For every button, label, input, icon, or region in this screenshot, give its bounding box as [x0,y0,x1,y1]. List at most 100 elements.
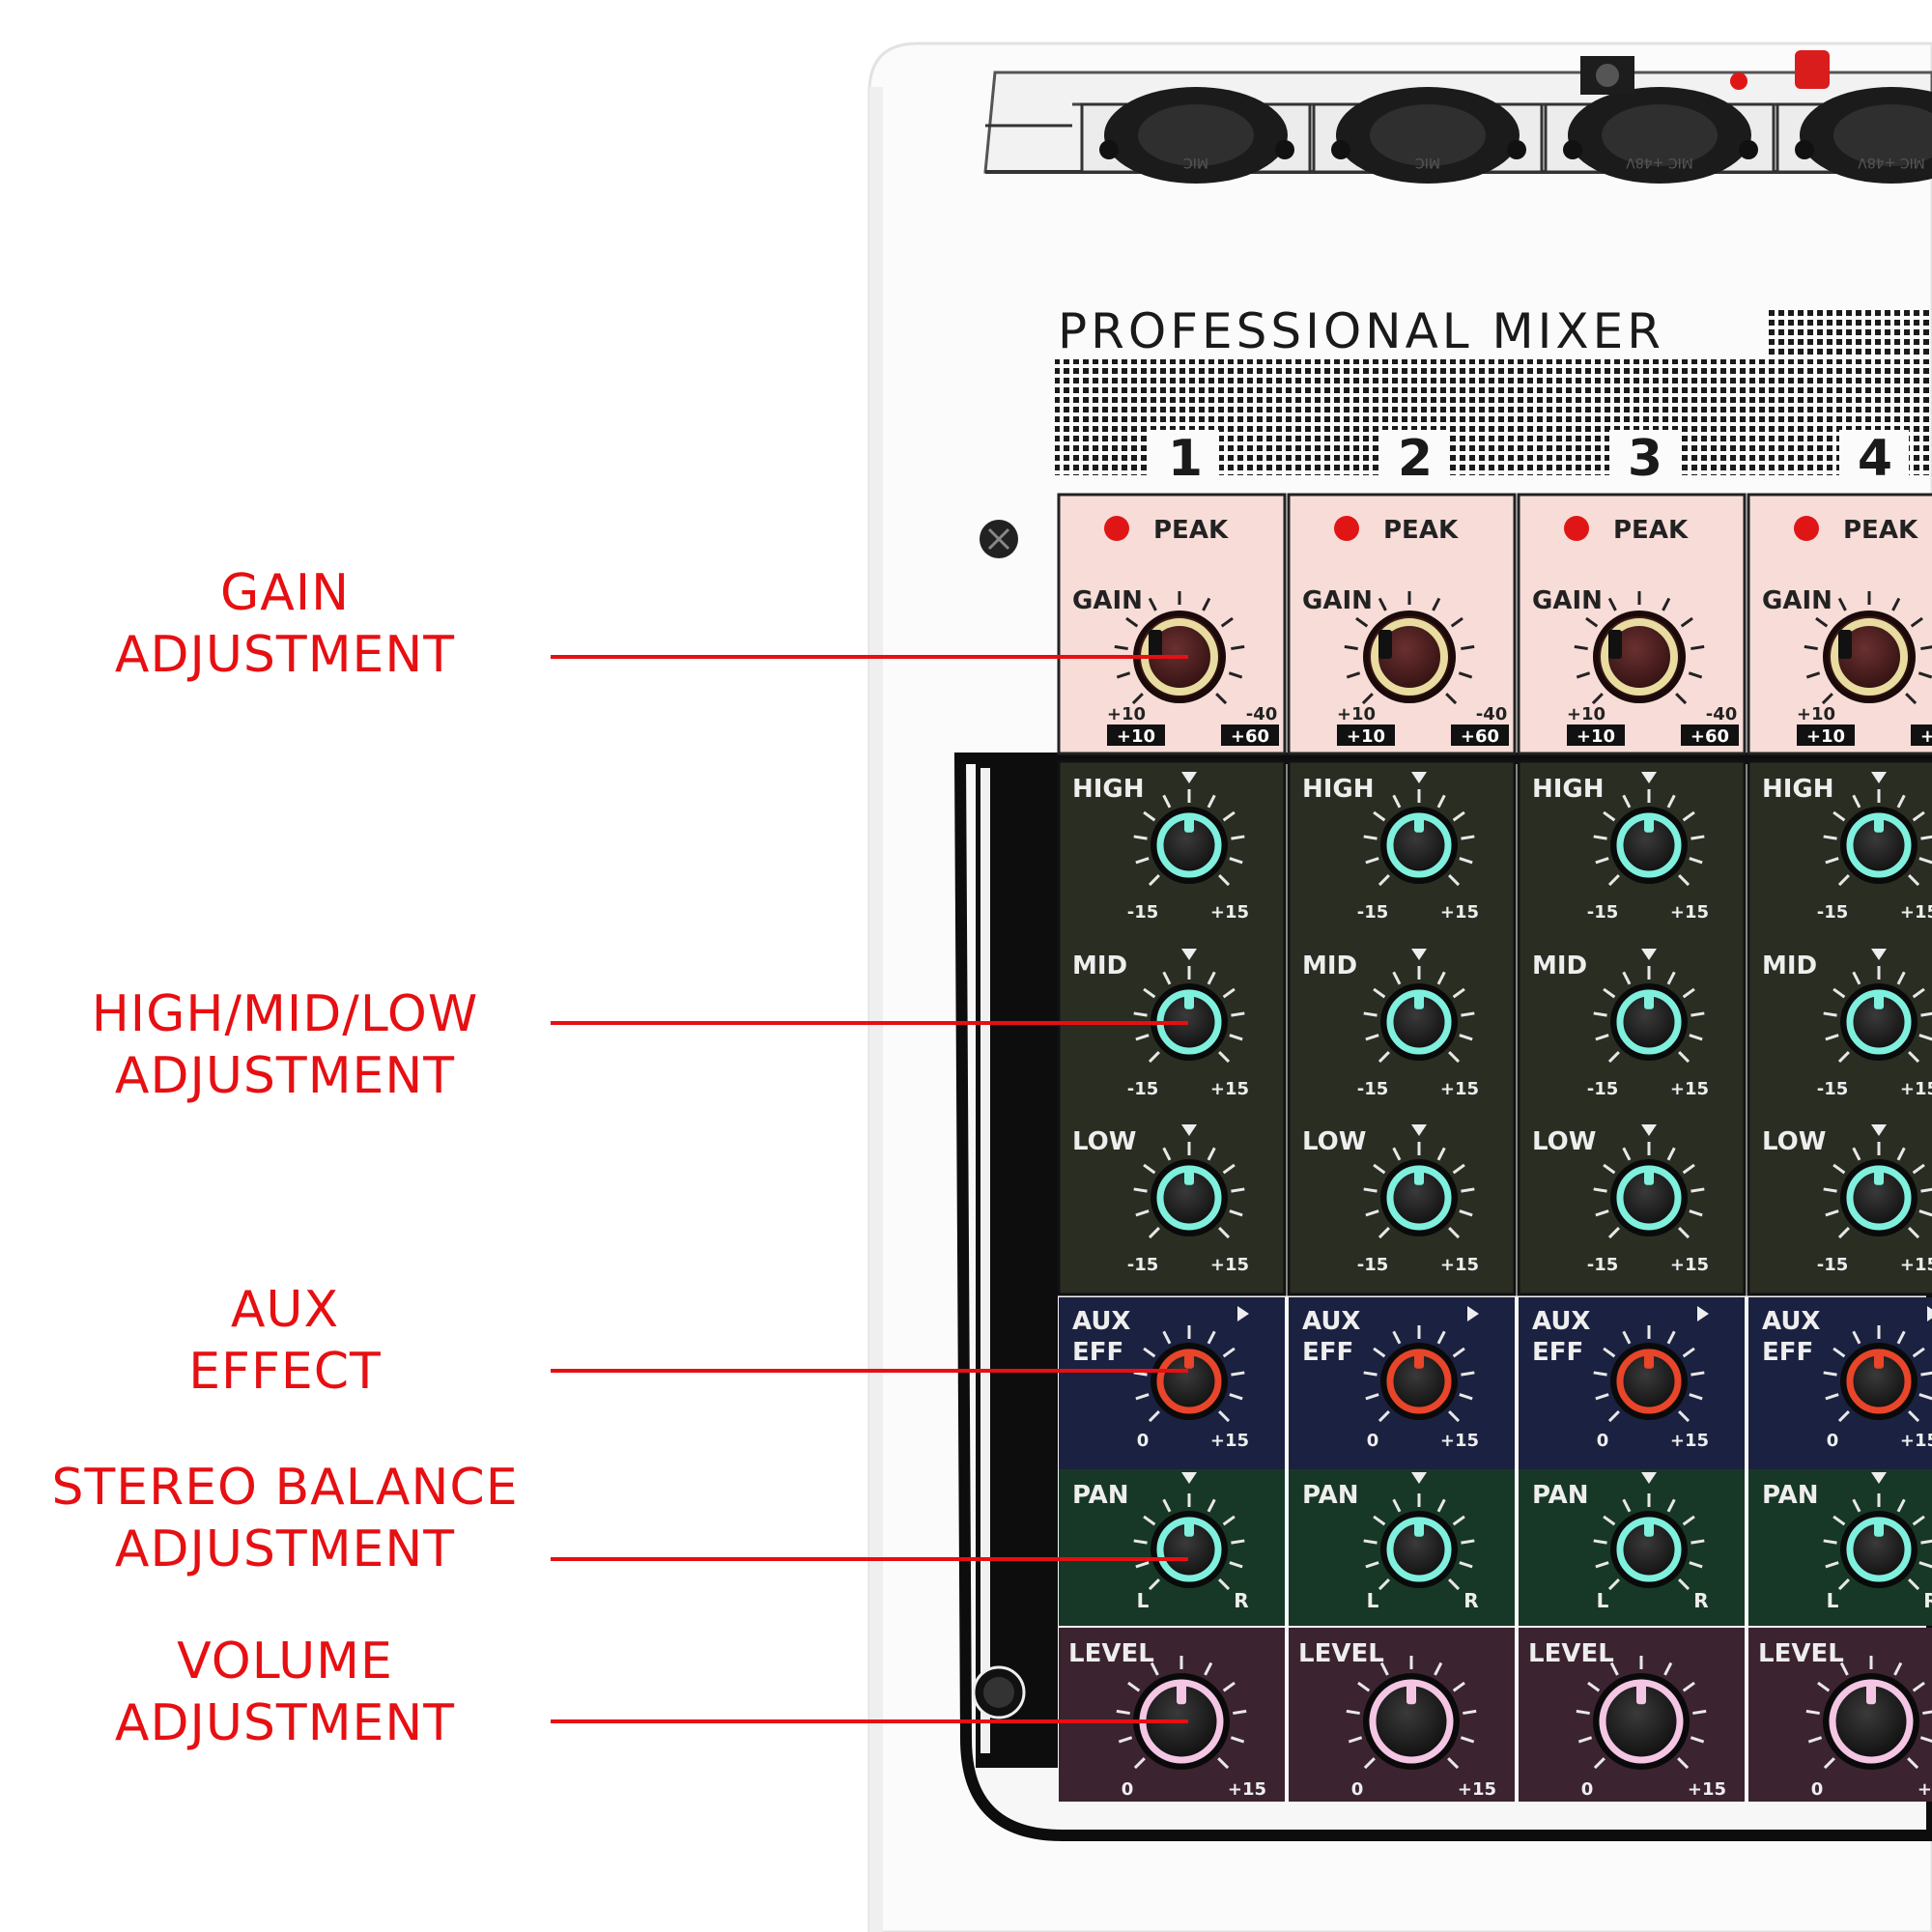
peak-led-icon [1564,516,1589,541]
gain-max-box: +60 [1231,726,1269,747]
leader-eq [551,1021,1188,1025]
annotation-gain: GAIN ADJUSTMENT [39,562,531,686]
annotation-pan-line2: ADJUSTMENT [114,1520,456,1578]
pan-knob[interactable] [1823,1493,1932,1591]
leader-pan [551,1557,1188,1561]
channel-number: 2 [1398,430,1433,488]
eq-max-label: +15 [1670,1079,1709,1099]
eq-max-label: +15 [1900,902,1932,923]
xlr-jack-icon [1544,56,1776,184]
gain-min-box: +10 [1806,726,1845,747]
gain-min-box: +10 [1347,726,1385,747]
gain-knob[interactable] [1344,591,1475,705]
xlr-jack-icon [1080,87,1312,184]
pan-left-label: L [1597,1589,1609,1612]
peak-label: PEAK [1613,516,1689,545]
eff-label: EFF [1072,1338,1123,1367]
connector-strip [983,50,1932,184]
level-min-label: 0 [1351,1779,1364,1800]
eq-max-label: +15 [1210,902,1249,923]
gain-label: GAIN [1762,586,1833,615]
dot-grille-top [1768,309,1932,357]
aux-min-label: 0 [1597,1431,1609,1451]
eq-min-label: -15 [1817,1079,1849,1099]
aux-min-label: 0 [1827,1431,1839,1451]
annotation-aux-line1: AUX [230,1281,340,1339]
eq-low-knob[interactable] [1823,1142,1932,1239]
annotation-pan: STEREO BALANCE ADJUSTMENT [39,1457,531,1580]
peak-led-icon [1730,72,1747,90]
peak-led-icon [1104,516,1129,541]
pan-knob[interactable] [1593,1493,1705,1591]
jack-label: MIC +48V [1858,155,1925,170]
level-knob[interactable] [1346,1656,1477,1770]
jack-label: MIC [1415,155,1440,170]
eq-high-knob[interactable] [1593,789,1705,887]
screw-icon [980,520,1018,558]
annotation-eq: HIGH/MID/LOW ADJUSTMENT [39,983,531,1107]
level-max-label: +15 [1688,1779,1726,1800]
aux-knob[interactable] [1133,1325,1245,1423]
leader-aux [551,1369,1188,1373]
high-label: HIGH [1532,775,1605,804]
annotation-aux-line2: EFFECT [188,1343,382,1401]
eq-low-knob[interactable] [1133,1142,1245,1239]
level-knob[interactable] [1576,1656,1707,1770]
pan-right-label: R [1234,1589,1248,1612]
mid-label: MID [1762,952,1817,980]
eq-mid-knob[interactable] [1133,966,1245,1064]
eq-mid-knob[interactable] [1363,966,1475,1064]
eq-high-knob[interactable] [1823,789,1932,887]
page-title: PROFESSIONAL MIXER [1058,303,1664,359]
aux-knob[interactable] [1823,1325,1932,1423]
aux-label: AUX [1072,1307,1130,1336]
eq-min-label: -15 [1587,1079,1619,1099]
aux-max-label: +15 [1900,1431,1932,1451]
eq-max-label: +15 [1440,1079,1479,1099]
peak-led-icon [1794,516,1819,541]
eq-max-label: +15 [1440,1255,1479,1275]
eq-min-label: -15 [1357,1079,1389,1099]
screw-icon [972,1665,1026,1719]
high-label: HIGH [1302,775,1375,804]
aux-knob[interactable] [1363,1325,1475,1423]
channel-number: 3 [1628,430,1662,488]
aux-knob[interactable] [1593,1325,1705,1423]
eq-max-label: +15 [1670,902,1709,923]
eq-low-knob[interactable] [1363,1142,1475,1239]
level-min-label: 0 [1581,1779,1594,1800]
eff-label: EFF [1302,1338,1353,1367]
pan-label: PAN [1072,1481,1129,1510]
eq-mid-knob[interactable] [1823,966,1932,1064]
eq-mid-knob[interactable] [1593,966,1705,1064]
gain-knob[interactable] [1804,591,1932,705]
pan-knob[interactable] [1363,1493,1475,1591]
gain-max-box: +60 [1461,726,1499,747]
low-label: LOW [1302,1127,1366,1156]
pan-label: PAN [1762,1481,1819,1510]
eq-max-label: +15 [1670,1255,1709,1275]
gain-label: GAIN [1532,586,1603,615]
gain-knob[interactable] [1574,591,1705,705]
eq-high-knob[interactable] [1363,789,1475,887]
pan-right-label: R [1693,1589,1708,1612]
xlr-jack-icon [1776,87,1932,184]
eq-high-knob[interactable] [1133,789,1245,887]
pan-left-label: L [1137,1589,1150,1612]
high-label: HIGH [1072,775,1145,804]
channel-number: 1 [1168,430,1203,488]
eq-max-label: +15 [1900,1255,1932,1275]
level-label: LEVEL [1758,1639,1844,1668]
eq-low-knob[interactable] [1593,1142,1705,1239]
annotation-eq-line1: HIGH/MID/LOW [91,985,479,1043]
level-knob[interactable] [1805,1656,1932,1770]
eq-min-label: -15 [1127,902,1159,923]
pan-knob[interactable] [1133,1493,1245,1591]
peak-label: PEAK [1843,516,1918,545]
pan-right-label: R [1463,1589,1478,1612]
eq-min-label: -15 [1587,902,1619,923]
annotation-pan-line1: STEREO BALANCE [51,1459,519,1517]
low-label: LOW [1072,1127,1136,1156]
gain-max-label: -40 [1706,704,1738,724]
